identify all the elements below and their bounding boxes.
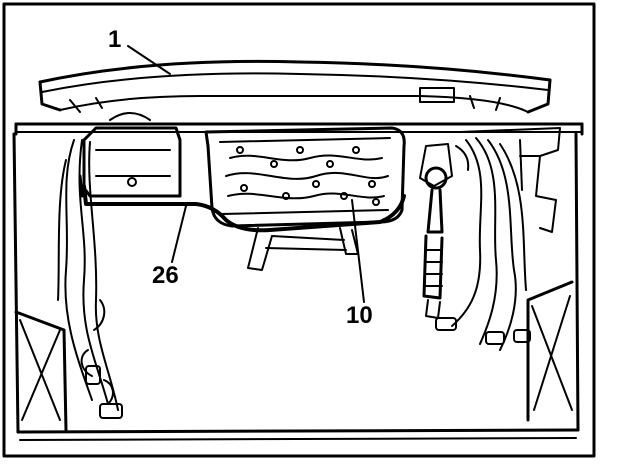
leader-line-1 [127, 45, 171, 75]
leader-lines [127, 45, 365, 303]
leader-line-26 [171, 205, 187, 263]
wiring-harness-left [57, 139, 123, 419]
wiring-harness-right [435, 137, 531, 351]
image-border [2, 2, 596, 458]
panel-carrier-10 [204, 126, 406, 228]
callout-label-10: 10 [346, 302, 373, 329]
floor-frame-left [12, 132, 68, 434]
callout-label-1: 1 [108, 26, 122, 53]
right-bracket [455, 127, 561, 233]
wiring-harness-26 [78, 174, 406, 233]
floor-rail [16, 428, 580, 441]
cowl-panel [38, 59, 552, 114]
leader-line-10 [351, 199, 365, 303]
callout-label-26: 26 [152, 262, 179, 289]
floor-frame-right [526, 132, 580, 432]
cross-member [14, 122, 584, 136]
lower-bracket [247, 227, 359, 271]
steering-column [419, 143, 453, 319]
